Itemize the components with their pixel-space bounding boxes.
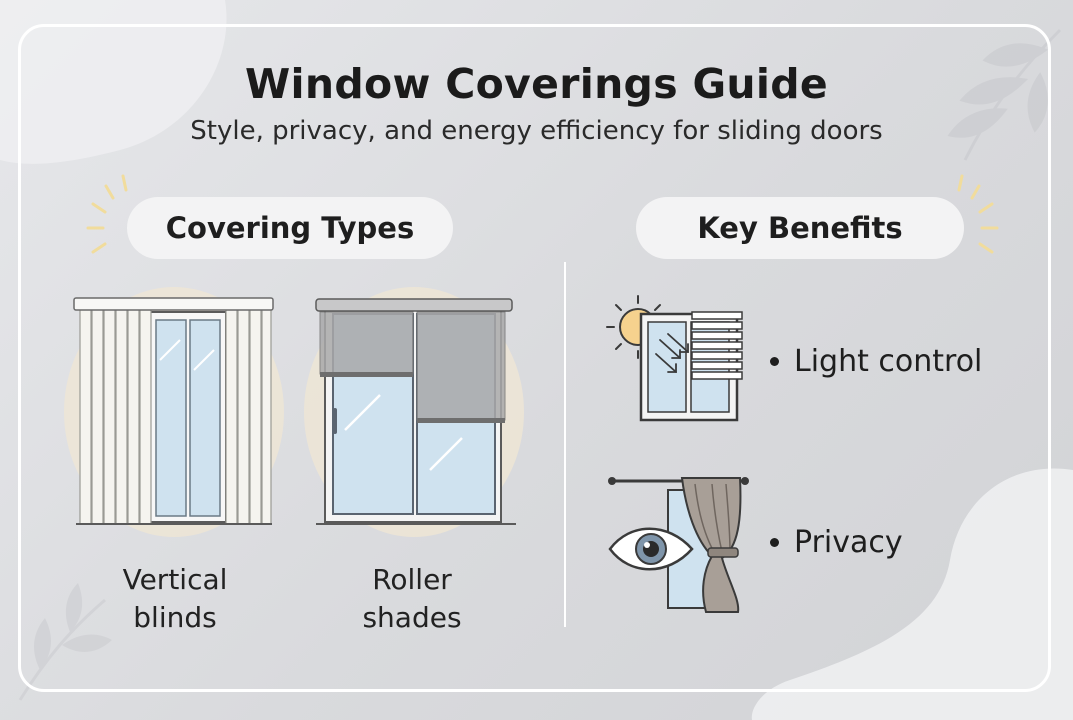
- content-frame: [18, 24, 1051, 692]
- covering-types-label: Covering Types: [165, 211, 415, 245]
- leaf-decoration-top-right: [947, 28, 1062, 161]
- vertical-blinds-caption-line1: Vertical: [122, 563, 228, 596]
- eye-curtain-icon: [608, 477, 749, 613]
- key-benefits-heading: Key Benefits: [636, 197, 964, 259]
- bullet-dot: [770, 538, 779, 547]
- bullet-dot: [770, 357, 779, 366]
- vertical-blinds-caption-line2: blinds: [133, 601, 217, 634]
- covering-types-heading: Covering Types: [127, 197, 453, 259]
- key-benefits-label: Key Benefits: [697, 211, 903, 245]
- page-subtitle: Style, privacy, and energy efficiency fo…: [190, 116, 883, 146]
- vertical-blinds-caption: Vertical blinds: [75, 561, 275, 637]
- benefit-light-control: Light control: [770, 344, 982, 379]
- roller-shades-caption: Roller shades: [312, 561, 512, 637]
- benefit-privacy: Privacy: [770, 525, 903, 560]
- vertical-blinds-illustration: [64, 287, 284, 537]
- benefit-light-control-label: Light control: [794, 344, 983, 379]
- roller-shades-illustration: [304, 287, 524, 537]
- roller-shades-caption-line2: shades: [362, 601, 462, 634]
- sparkle-icon-right: [957, 174, 999, 254]
- section-divider: [564, 262, 566, 627]
- benefit-privacy-label: Privacy: [794, 525, 903, 560]
- page-title: Window Coverings Guide: [244, 60, 829, 108]
- roller-shades-caption-line1: Roller: [372, 563, 452, 596]
- sparkle-icon-left: [86, 174, 128, 254]
- sun-window-blinds-icon: [606, 295, 743, 422]
